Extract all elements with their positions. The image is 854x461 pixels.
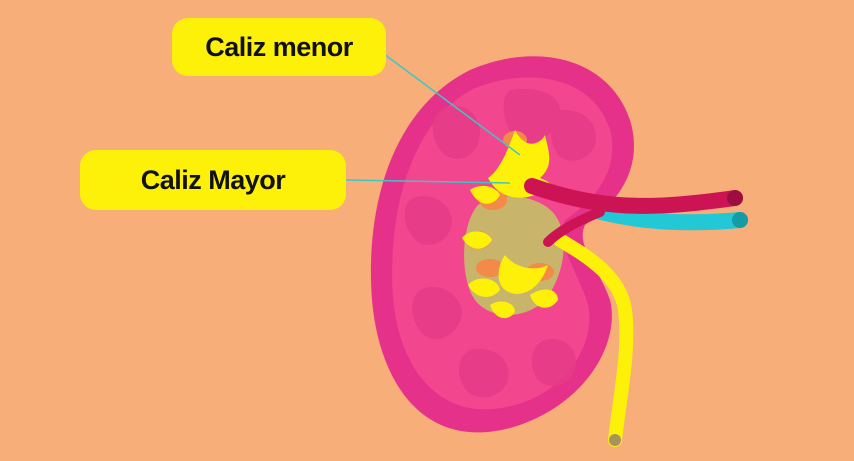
- leader-line-minor: [383, 53, 521, 156]
- renal-artery-end: [732, 212, 748, 228]
- ureter: [553, 233, 634, 447]
- renal-vein: [524, 178, 743, 214]
- renal-vein-end: [727, 190, 743, 206]
- renal-pyramids: [404, 88, 596, 398]
- major-calyx-label: Caliz Mayor: [80, 150, 346, 210]
- leader-line-major: [345, 179, 511, 184]
- ureter-end: [609, 434, 621, 446]
- renal-vein-branch: [543, 207, 605, 247]
- minor-calyx-label: Caliz menor: [172, 18, 386, 76]
